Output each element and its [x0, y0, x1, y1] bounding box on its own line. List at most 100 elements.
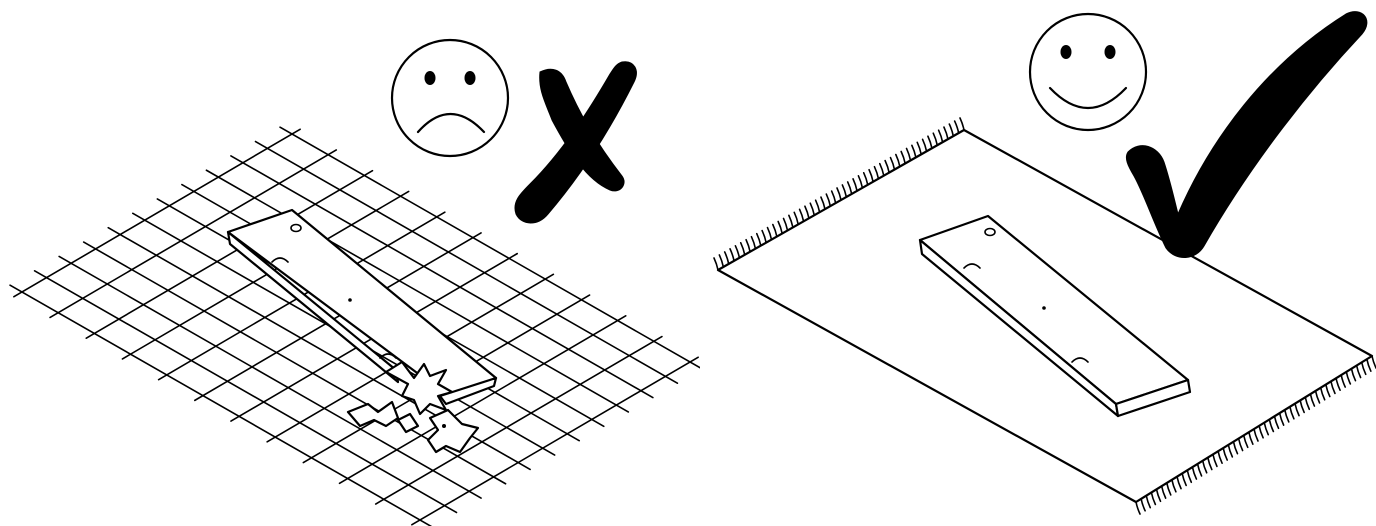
rug-fringe — [1264, 423, 1268, 435]
rug-fringe — [810, 203, 814, 215]
rug-fringe — [848, 182, 852, 194]
rug-fringe — [719, 255, 723, 267]
rug-fringe — [1290, 407, 1294, 419]
grid-line — [14, 129, 300, 296]
rug-fringe — [778, 221, 782, 233]
rug-fringe — [880, 164, 884, 176]
rug-fringe — [890, 158, 894, 170]
rug-fringe — [735, 246, 739, 258]
rug-fringe — [917, 142, 921, 154]
rug-fringe — [826, 194, 830, 206]
rug-fringe — [1151, 492, 1155, 504]
rug-fringe — [1208, 458, 1212, 470]
rug-fringe — [784, 218, 788, 230]
rug-fringe — [746, 240, 750, 252]
rug-fringe — [955, 121, 959, 133]
cross-mark-icon — [515, 62, 636, 223]
rug-fringe — [901, 151, 905, 163]
rug-fringe — [1213, 454, 1217, 466]
rug-fringe — [933, 133, 937, 145]
panel-correct — [690, 0, 1376, 526]
rug-fringe — [928, 136, 932, 148]
rug-fringe — [874, 167, 878, 179]
rug-fringe — [1228, 445, 1232, 457]
correct-scene — [690, 0, 1376, 526]
rug-fringe — [853, 179, 857, 191]
rug-fringe — [1182, 473, 1186, 485]
rug-fringe — [1280, 413, 1284, 425]
check-mark-icon — [1126, 12, 1366, 258]
rug-fringe — [762, 231, 766, 243]
rug-fringe — [869, 170, 873, 182]
rug-fringe — [1357, 366, 1361, 378]
rug-fringe — [1167, 483, 1171, 495]
rug-fringe — [800, 209, 804, 221]
rug-fringe — [1172, 480, 1176, 492]
rug-fringe — [1249, 432, 1253, 444]
rug-fringe — [1331, 381, 1335, 393]
rug-fringe — [789, 215, 793, 227]
rug-fringe — [837, 188, 841, 200]
rug-fringe — [1157, 489, 1161, 501]
rug-fringe — [1198, 464, 1202, 476]
broken-board — [228, 210, 496, 404]
rug-fringe — [1300, 400, 1304, 412]
rug-fringe — [1305, 397, 1309, 409]
happy-face-icon — [1030, 14, 1146, 130]
rug-fringe — [1336, 378, 1340, 390]
sad-face-icon — [392, 40, 508, 156]
rug-fringe — [1203, 461, 1207, 473]
rug-fringe — [944, 127, 948, 139]
rug-fringe — [821, 197, 825, 209]
rug-fringe — [907, 148, 911, 160]
rug-fringe — [896, 155, 900, 167]
rug-fringe — [1295, 404, 1299, 416]
rug-fringe — [842, 185, 846, 197]
rug-fringe — [1233, 442, 1237, 454]
rug-fringe — [757, 234, 761, 246]
rug-fringe — [1244, 435, 1248, 447]
rug-fringe — [960, 118, 964, 130]
panel-wrong — [0, 0, 700, 526]
rug-fringe — [1326, 385, 1330, 397]
rug-fringe — [864, 173, 868, 185]
rug-fringe — [741, 243, 745, 255]
rug-fringe — [1146, 496, 1150, 508]
rug-fringe — [751, 237, 755, 249]
rug-fringe — [939, 130, 943, 142]
rug-fringe — [816, 200, 820, 212]
rug-fringe — [1321, 388, 1325, 400]
rug-fringe — [714, 258, 718, 270]
rug-fringe — [1351, 369, 1355, 381]
rug-fringe — [1316, 391, 1320, 403]
rug-fringe — [832, 191, 836, 203]
rug-fringe — [1259, 426, 1263, 438]
rug-fringe — [1372, 356, 1376, 368]
rug-fringe — [1239, 439, 1243, 451]
rug-fringe — [730, 249, 734, 261]
rug-fringe — [805, 206, 809, 218]
rug-fringe — [912, 145, 916, 157]
rug-fringe — [858, 176, 862, 188]
rug-fringe — [949, 124, 953, 136]
rug-fringe — [1269, 419, 1273, 431]
rug-fringe — [767, 228, 771, 240]
rug-fringe — [1218, 451, 1222, 463]
rug-fringe — [1162, 486, 1166, 498]
rug-fringe — [885, 161, 889, 173]
rug-fringe — [1192, 467, 1196, 479]
rug-fringe — [1187, 470, 1191, 482]
rug-fringe — [725, 252, 729, 264]
rug-fringe — [1367, 359, 1371, 371]
rug-fringe — [1254, 429, 1258, 441]
rug-fringe — [1177, 477, 1181, 489]
rug-fringe — [923, 139, 927, 151]
rug-fringe — [1285, 410, 1289, 422]
rug-fringe — [794, 212, 798, 224]
rug-fringe — [1223, 448, 1227, 460]
rug-fringe — [1141, 499, 1145, 511]
rug-fringe — [773, 225, 777, 237]
rug-fringe — [1310, 394, 1314, 406]
rug-fringe — [1341, 375, 1345, 387]
